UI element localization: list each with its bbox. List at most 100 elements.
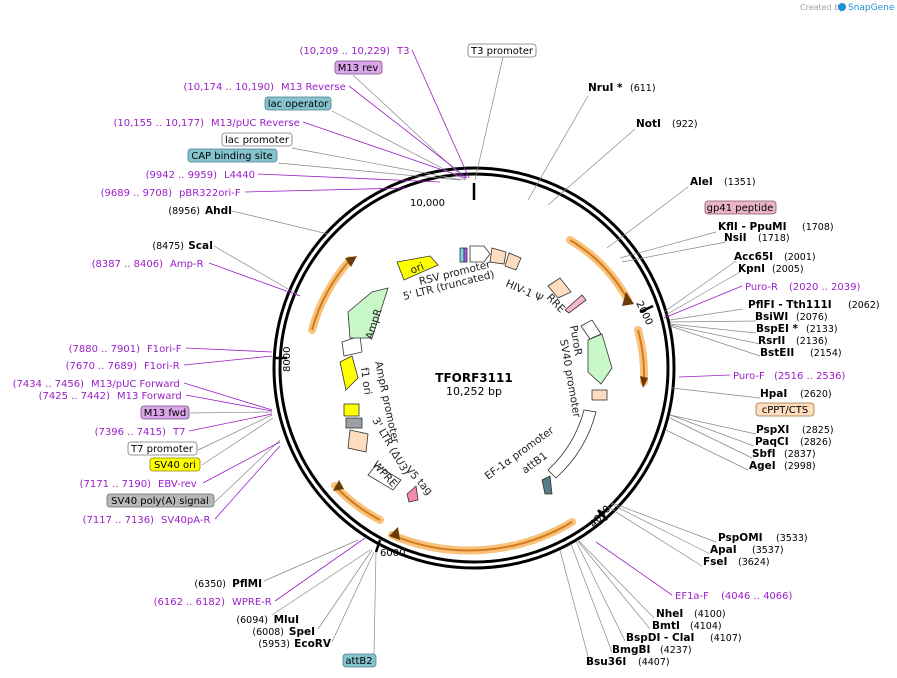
box-sv40-ori[interactable]: SV40 ori — [149, 457, 201, 472]
enzyme-name[interactable]: Acc65I — [734, 251, 773, 263]
enzyme-name[interactable]: NheI — [656, 608, 683, 620]
enzyme-name[interactable]: SbfI — [752, 448, 776, 460]
enzyme-name[interactable]: ScaI — [188, 240, 213, 252]
box-label: attB2 — [345, 656, 372, 667]
backbone-inner-ring — [278, 172, 670, 564]
box-gp41-peptide[interactable]: gp41 peptide — [704, 200, 777, 215]
primer-name[interactable]: M13/pUC Reverse — [211, 118, 300, 129]
primer-name[interactable]: F1ori-F — [147, 344, 182, 355]
box-sv40-polya[interactable]: SV40 poly(A) signal — [106, 493, 215, 508]
enzyme-name[interactable]: SpeI — [289, 626, 315, 638]
enzyme-pos: (8475) — [152, 241, 184, 252]
rsv-promoter-arrow[interactable] — [469, 245, 491, 263]
hiv-psi-feature[interactable] — [504, 252, 522, 271]
box-m13-fwd[interactable]: M13 fwd — [140, 405, 190, 420]
enzyme-pos: (3624) — [738, 557, 770, 568]
primer-name[interactable]: T3 — [396, 46, 409, 57]
enzyme-name[interactable]: ApaI — [710, 544, 737, 556]
primer-name[interactable]: pBR322ori-F — [179, 188, 241, 199]
primer-name[interactable]: Puro-R — [745, 282, 778, 293]
enzyme-name[interactable]: BspDI - ClaI — [626, 632, 694, 644]
credit-brand: SnapGene — [848, 3, 895, 13]
enzyme-name[interactable]: FseI — [703, 556, 727, 568]
enzyme-name[interactable]: PflMI — [232, 578, 262, 590]
snapgene-logo-icon — [838, 3, 846, 11]
enzyme-pos: (6008) — [252, 627, 284, 638]
rre-feature[interactable] — [547, 277, 572, 299]
enzyme-name[interactable]: MluI — [274, 614, 299, 626]
enzyme-name[interactable]: Bsu36I — [586, 656, 626, 668]
box-label: M13 fwd — [144, 408, 186, 419]
v5-tag-feature[interactable] — [406, 485, 419, 503]
box-t3-promoter[interactable]: T3 promoter — [467, 43, 537, 58]
enzyme-pos: (611) — [630, 83, 656, 94]
box-lac-operator[interactable]: lac operator — [264, 96, 332, 111]
gp41-feature[interactable] — [564, 294, 587, 314]
enzyme-name[interactable]: HpaI — [760, 388, 787, 400]
box-lac-promoter[interactable]: lac promoter — [221, 132, 293, 147]
tick-label-6000: 6000 — [380, 548, 405, 559]
puror-arrow[interactable] — [587, 333, 613, 385]
primer-pos: (10,155 .. 10,177) — [114, 118, 205, 129]
primer-name[interactable]: EBV-rev — [158, 479, 197, 490]
sv40-polya-feature[interactable] — [345, 417, 363, 429]
enzyme-name[interactable]: KpnI — [738, 263, 765, 275]
primer-name[interactable]: Amp-R — [170, 259, 204, 270]
enzyme-name[interactable]: AhdI — [205, 205, 232, 217]
primer-name[interactable]: Puro-F — [733, 371, 765, 382]
box-label: SV40 ori — [154, 460, 196, 471]
attb1-feature[interactable] — [541, 475, 553, 495]
primer-name[interactable]: EF1a-F — [675, 591, 709, 602]
box-attb2[interactable]: attB2 — [342, 653, 377, 668]
wpre-feature[interactable] — [367, 464, 402, 491]
enzyme-labels-right: NruI * (611) NotI (922) AleI (1351) KflI… — [586, 82, 880, 668]
enzyme-name[interactable]: NruI * — [588, 82, 623, 94]
primer-name[interactable]: F1ori-R — [144, 361, 180, 372]
enzyme-name[interactable]: KflI - PpuMI — [718, 221, 787, 233]
ampr-promoter-arrow[interactable] — [341, 335, 363, 357]
ef1a-promoter-arrow[interactable] — [547, 409, 597, 479]
f1-ori-arrow[interactable] — [339, 355, 359, 391]
enzyme-name[interactable]: EcoRV — [294, 638, 332, 650]
feature-label-ef1a-promoter: EF-1α promoter — [483, 424, 557, 482]
enzyme-name[interactable]: PflFI - Tth111I — [748, 299, 832, 311]
box-cppt-cts[interactable]: cPPT/CTS — [755, 402, 815, 417]
cppt-feature[interactable] — [591, 389, 608, 401]
ori-arrow[interactable] — [396, 255, 439, 281]
box-label: SV40 poly(A) signal — [111, 496, 209, 507]
enzyme-name[interactable]: BmtI — [652, 620, 680, 632]
enzyme-name[interactable]: PspOMI — [718, 532, 763, 544]
enzyme-name[interactable]: BspEI * — [756, 323, 799, 335]
enzyme-name[interactable]: AleI — [690, 176, 713, 188]
primer-pos: (7880 .. 7901) — [69, 344, 141, 355]
primer-name[interactable]: L4440 — [224, 170, 255, 181]
enzyme-pos: (1351) — [724, 177, 756, 188]
primer-pos: (2020 .. 2039) — [789, 282, 861, 293]
enzyme-name[interactable]: AgeI — [749, 460, 776, 472]
primer-name[interactable]: T7 — [172, 427, 185, 438]
ltr-3-feature[interactable] — [347, 429, 369, 453]
box-t7-promoter[interactable]: T7 promoter — [127, 441, 198, 456]
primer-name[interactable]: M13 Reverse — [281, 82, 346, 93]
feature-label-ori: ori — [409, 261, 426, 277]
primer-name[interactable]: M13 Forward — [117, 391, 182, 402]
primer-name[interactable]: SV40pA-R — [161, 515, 210, 526]
enzyme-name[interactable]: BstEII — [760, 347, 794, 359]
sv40-ori-feature[interactable] — [343, 403, 360, 417]
enzyme-name[interactable]: BmgBI — [612, 644, 650, 656]
enzyme-name[interactable]: RsrII — [758, 335, 785, 347]
enzyme-pos: (4407) — [638, 657, 670, 668]
box-cap-binding-site[interactable]: CAP binding site — [187, 148, 278, 163]
enzyme-name[interactable]: PaqCI — [755, 436, 789, 448]
enzyme-name[interactable]: PspXI — [756, 424, 789, 436]
enzyme-name[interactable]: BsiWI — [755, 311, 788, 323]
box-m13-rev[interactable]: M13 rev — [334, 60, 383, 75]
tick-label-10000: 10,000 — [410, 198, 445, 209]
snapgene-credit[interactable]: Created by SnapGene — [800, 3, 895, 13]
primer-name[interactable]: WPRE-R — [232, 597, 272, 608]
primer-name[interactable]: M13/pUC Forward — [91, 379, 180, 390]
enzyme-name[interactable]: NsiI — [724, 232, 747, 244]
ampr-arrow[interactable] — [347, 287, 389, 339]
ltr-5-feature[interactable] — [489, 247, 507, 265]
enzyme-name[interactable]: NotI — [636, 118, 661, 130]
